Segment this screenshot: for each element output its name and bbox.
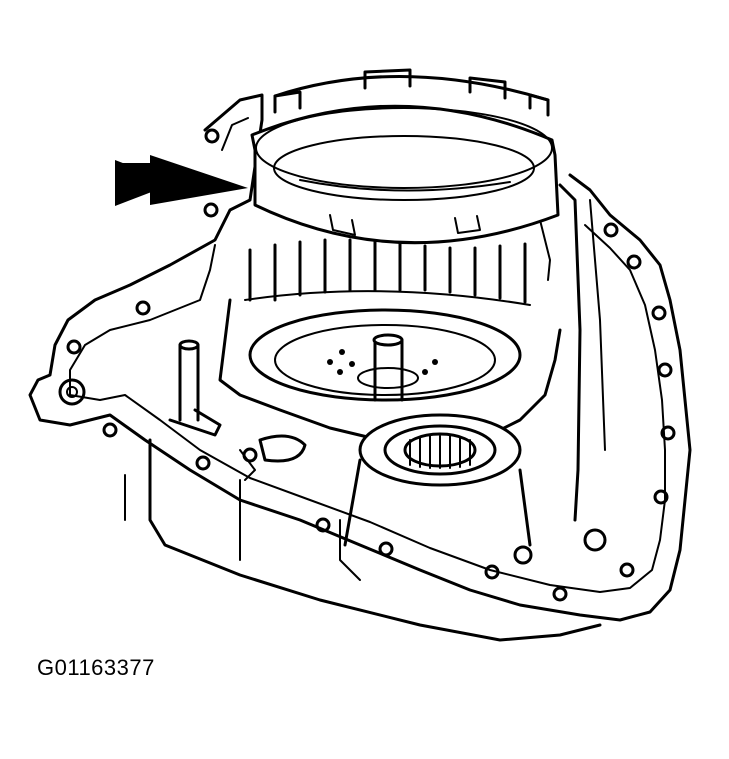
band-ring [250, 68, 560, 245]
bearing [343, 413, 532, 547]
clutch-drum [218, 183, 606, 522]
pointer-arrow [115, 155, 248, 206]
figure-id-label: G01163377 [37, 655, 155, 680]
shaft [168, 339, 607, 565]
